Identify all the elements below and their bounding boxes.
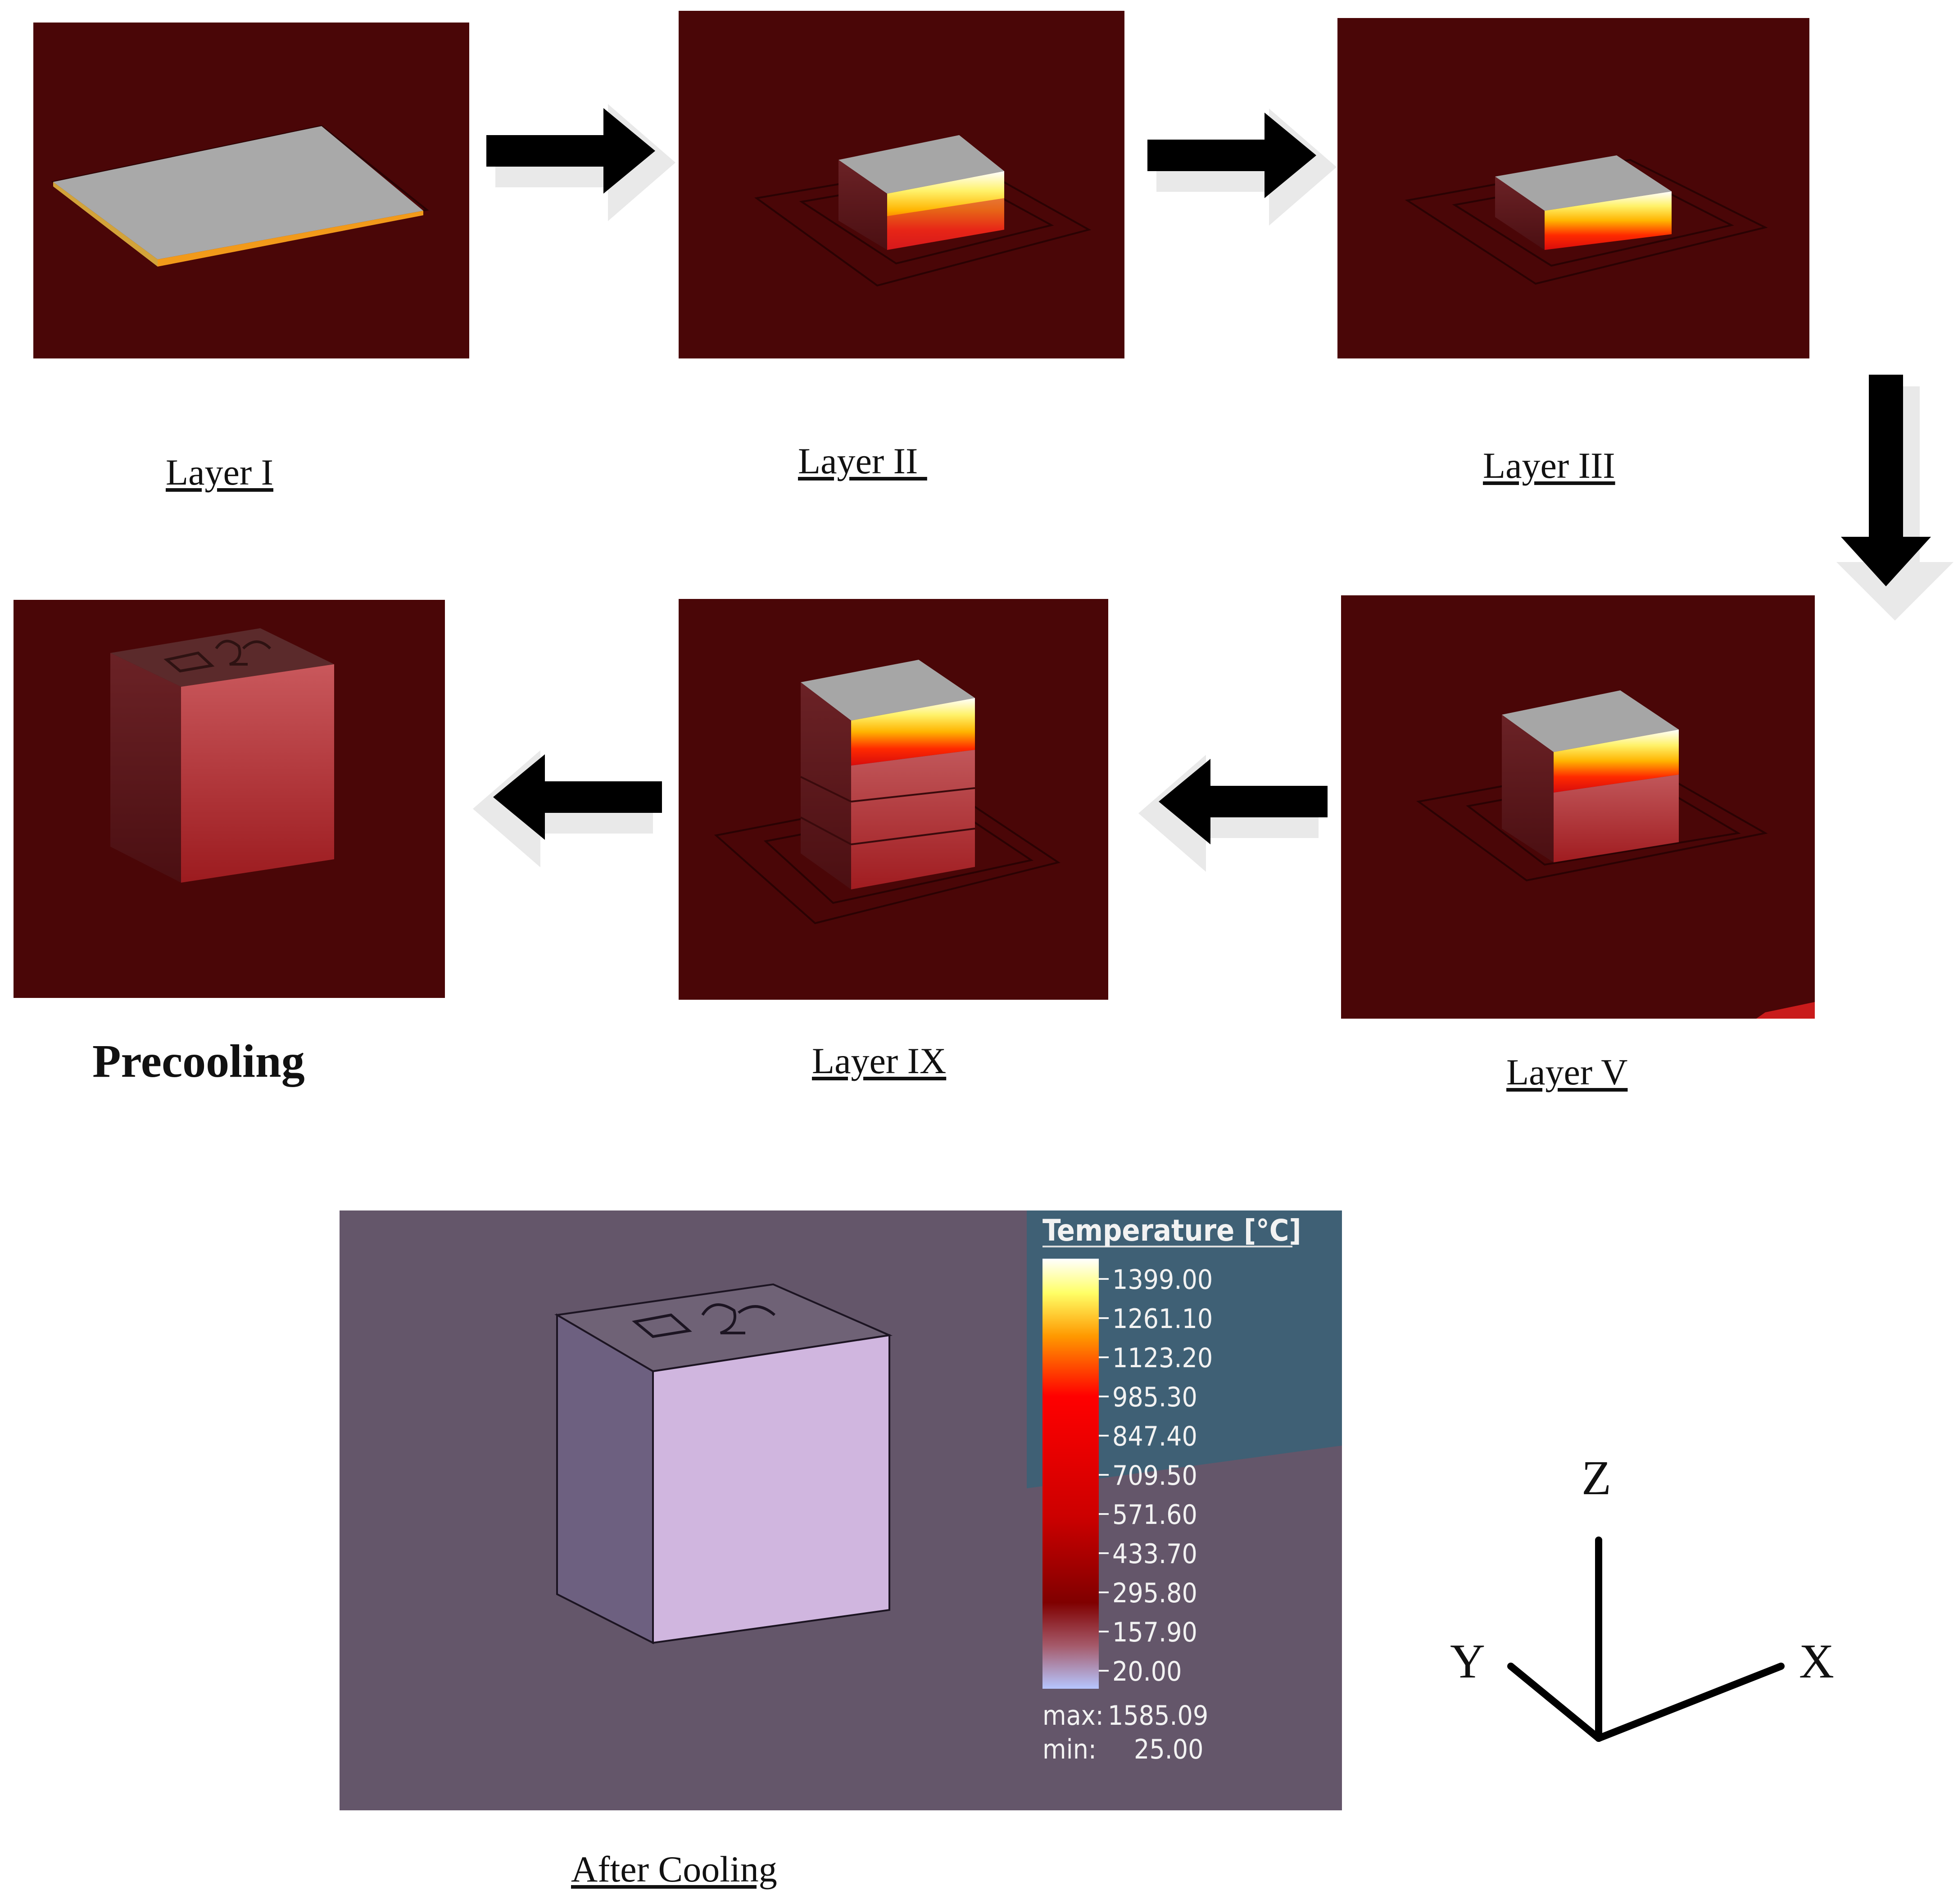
arrow-left-1 xyxy=(1138,755,1328,872)
axes-triad xyxy=(1507,1537,1785,1742)
axis-label-y: Y xyxy=(1450,1635,1485,1688)
legend-tick-label: 847.40 xyxy=(1112,1421,1197,1452)
arrow-down xyxy=(1836,375,1953,621)
caption-after-cooling: After Cooling xyxy=(571,1849,777,1890)
axis-label-x: X xyxy=(1799,1635,1834,1688)
panel-layer-9 xyxy=(679,599,1108,1000)
arrow-left-2 xyxy=(473,750,662,867)
legend-ticks: 1399.00 1261.10 1123.20 985.30 847.40 709.50 5… xyxy=(1099,1264,1213,1687)
legend-tick-label: 985.30 xyxy=(1112,1382,1197,1413)
legend-tick-label: 1261.10 xyxy=(1112,1303,1213,1335)
legend-tick-label: 433.70 xyxy=(1112,1538,1197,1570)
legend-tick-label: 1123.20 xyxy=(1112,1342,1213,1374)
caption-layer-5: Layer V xyxy=(1506,1052,1628,1093)
panel-precooling xyxy=(14,600,445,998)
panel-layer-1 xyxy=(33,23,469,358)
legend-color-bar xyxy=(1042,1259,1099,1689)
legend-min-value: 25.00 xyxy=(1134,1734,1203,1765)
legend-tick-label: 709.50 xyxy=(1112,1460,1197,1491)
legend-tick-label: 157.90 xyxy=(1112,1617,1197,1648)
caption-layer-9: Layer IX xyxy=(812,1040,947,1081)
legend-max-label: max: xyxy=(1042,1700,1104,1732)
legend-max-value: 1585.09 xyxy=(1108,1700,1208,1732)
legend-min-label: min: xyxy=(1042,1734,1097,1765)
panel-layer-5 xyxy=(1341,595,1815,1019)
caption-layer-2: Layer II xyxy=(798,440,927,481)
legend-title: Temperature [°C] xyxy=(1042,1213,1301,1248)
legend-tick-label: 20.00 xyxy=(1112,1656,1182,1687)
panel-layer-2 xyxy=(679,11,1124,358)
axis-label-z: Z xyxy=(1582,1451,1611,1505)
legend-tick-label: 571.60 xyxy=(1112,1499,1197,1531)
panel-after-cooling: 1399.00 1261.10 1123.20 985.30 847.40 709.50 5… xyxy=(340,1210,1342,1810)
legend-tick-label: 295.80 xyxy=(1112,1578,1197,1609)
arrow-right-2 xyxy=(1147,109,1337,226)
legend-tick-label: 1399.00 xyxy=(1112,1264,1213,1296)
caption-layer-3: Layer III xyxy=(1483,445,1615,486)
caption-precooling: Precooling xyxy=(92,1035,305,1087)
panel-layer-3 xyxy=(1337,18,1809,358)
caption-layer-1: Layer I xyxy=(166,452,273,493)
arrow-right-1 xyxy=(486,104,675,221)
